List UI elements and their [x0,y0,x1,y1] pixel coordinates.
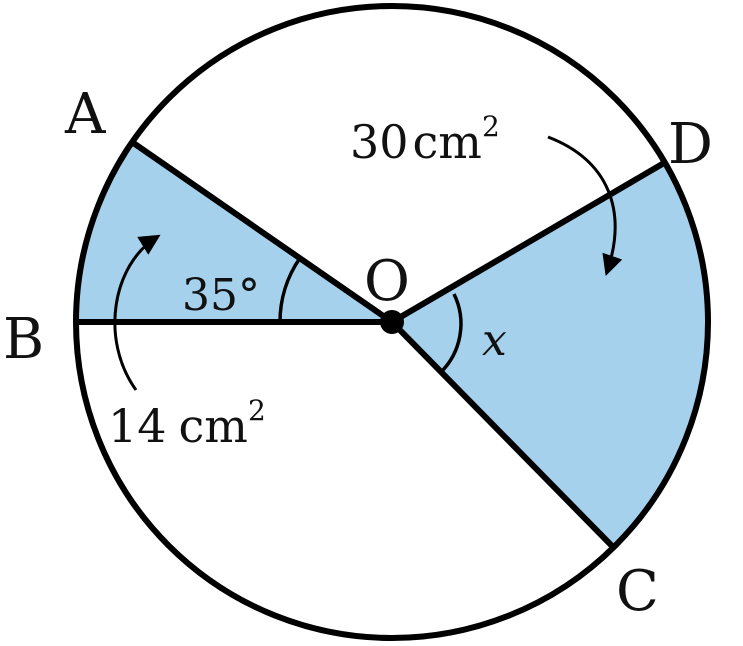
area-value-cod: 30 [350,115,409,169]
area-value-aob: 14 [108,399,167,453]
area-arrow-cod [547,135,623,276]
radius-od [390,160,666,325]
point-label-o: O [364,249,410,314]
area-exponent-cod: 2 [482,110,500,143]
point-label-b: B [3,307,44,372]
sector-cod [392,163,708,548]
area-unit-aob: cm [179,399,248,453]
point-label-c: C [616,559,659,624]
point-label-d: D [668,112,713,177]
point-label-a: A [64,82,106,147]
center-point [380,310,404,334]
radius-oa [130,139,394,325]
angle-arc-cod [438,293,463,375]
sector-aob [75,142,392,322]
angle-label-aob: 35° [182,270,260,321]
radius-oc [389,319,617,551]
area-arrow-aob [113,234,161,391]
angle-arc-aob [278,257,302,323]
area-label-cod: 30cm2 [350,110,500,169]
area-exponent-aob: 2 [248,394,266,427]
angle-label-cod: x [482,315,507,366]
area-unit-cod: cm [413,115,482,169]
